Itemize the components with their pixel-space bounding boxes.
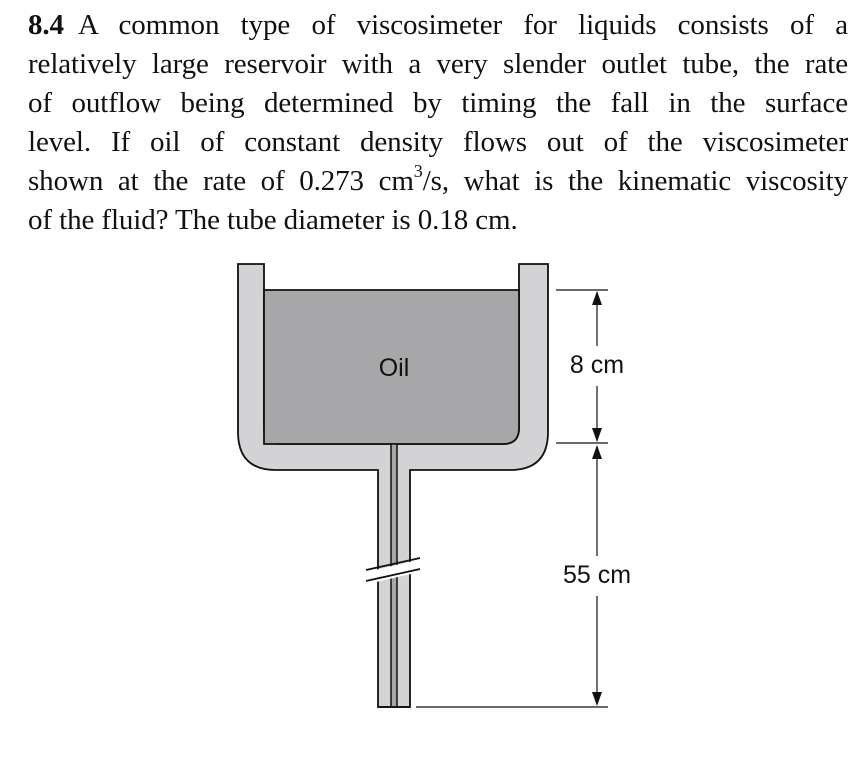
problem-line-5: shown at the rate of 0.273 cm3/s, what i… bbox=[28, 162, 848, 201]
break-line-upper bbox=[365, 557, 421, 571]
arrowhead-8cm-top bbox=[592, 291, 602, 305]
arrowhead-55cm-top bbox=[592, 445, 602, 459]
problem-line-1: 8.4 A common type of viscosimeter for liq… bbox=[28, 6, 848, 45]
arrowhead-55cm-bottom bbox=[592, 692, 602, 706]
problem-line-6: of the fluid? The tube diameter is 0.18 … bbox=[28, 204, 518, 236]
oil-fill bbox=[263, 289, 520, 445]
problem-line-2: relatively large reservoir with a very s… bbox=[28, 48, 848, 80]
arrowhead-8cm-bottom bbox=[592, 428, 602, 442]
flow-rate-text: shown at the rate of 0.273 cm bbox=[28, 165, 414, 197]
dim-label-8cm: 8 cm bbox=[570, 351, 624, 379]
problem-statement: 8.4 A common type of viscosimeter for liq… bbox=[28, 6, 848, 240]
cubic-superscript: 3 bbox=[413, 161, 423, 182]
problem-line-5-tail: /s, what is the kinematic viscosity bbox=[422, 165, 848, 197]
problem-line-3: of outflow being determined by timing th… bbox=[28, 87, 848, 119]
problem-line-1-text: A common type of viscosimeter for liquid… bbox=[77, 9, 848, 41]
problem-number: 8.4 bbox=[28, 9, 64, 41]
break-line-lower bbox=[365, 568, 421, 582]
oil-label: Oil bbox=[379, 354, 410, 382]
problem-line-4: level. If oil of constant density flows … bbox=[28, 126, 848, 158]
dim-label-55cm: 55 cm bbox=[563, 561, 631, 589]
